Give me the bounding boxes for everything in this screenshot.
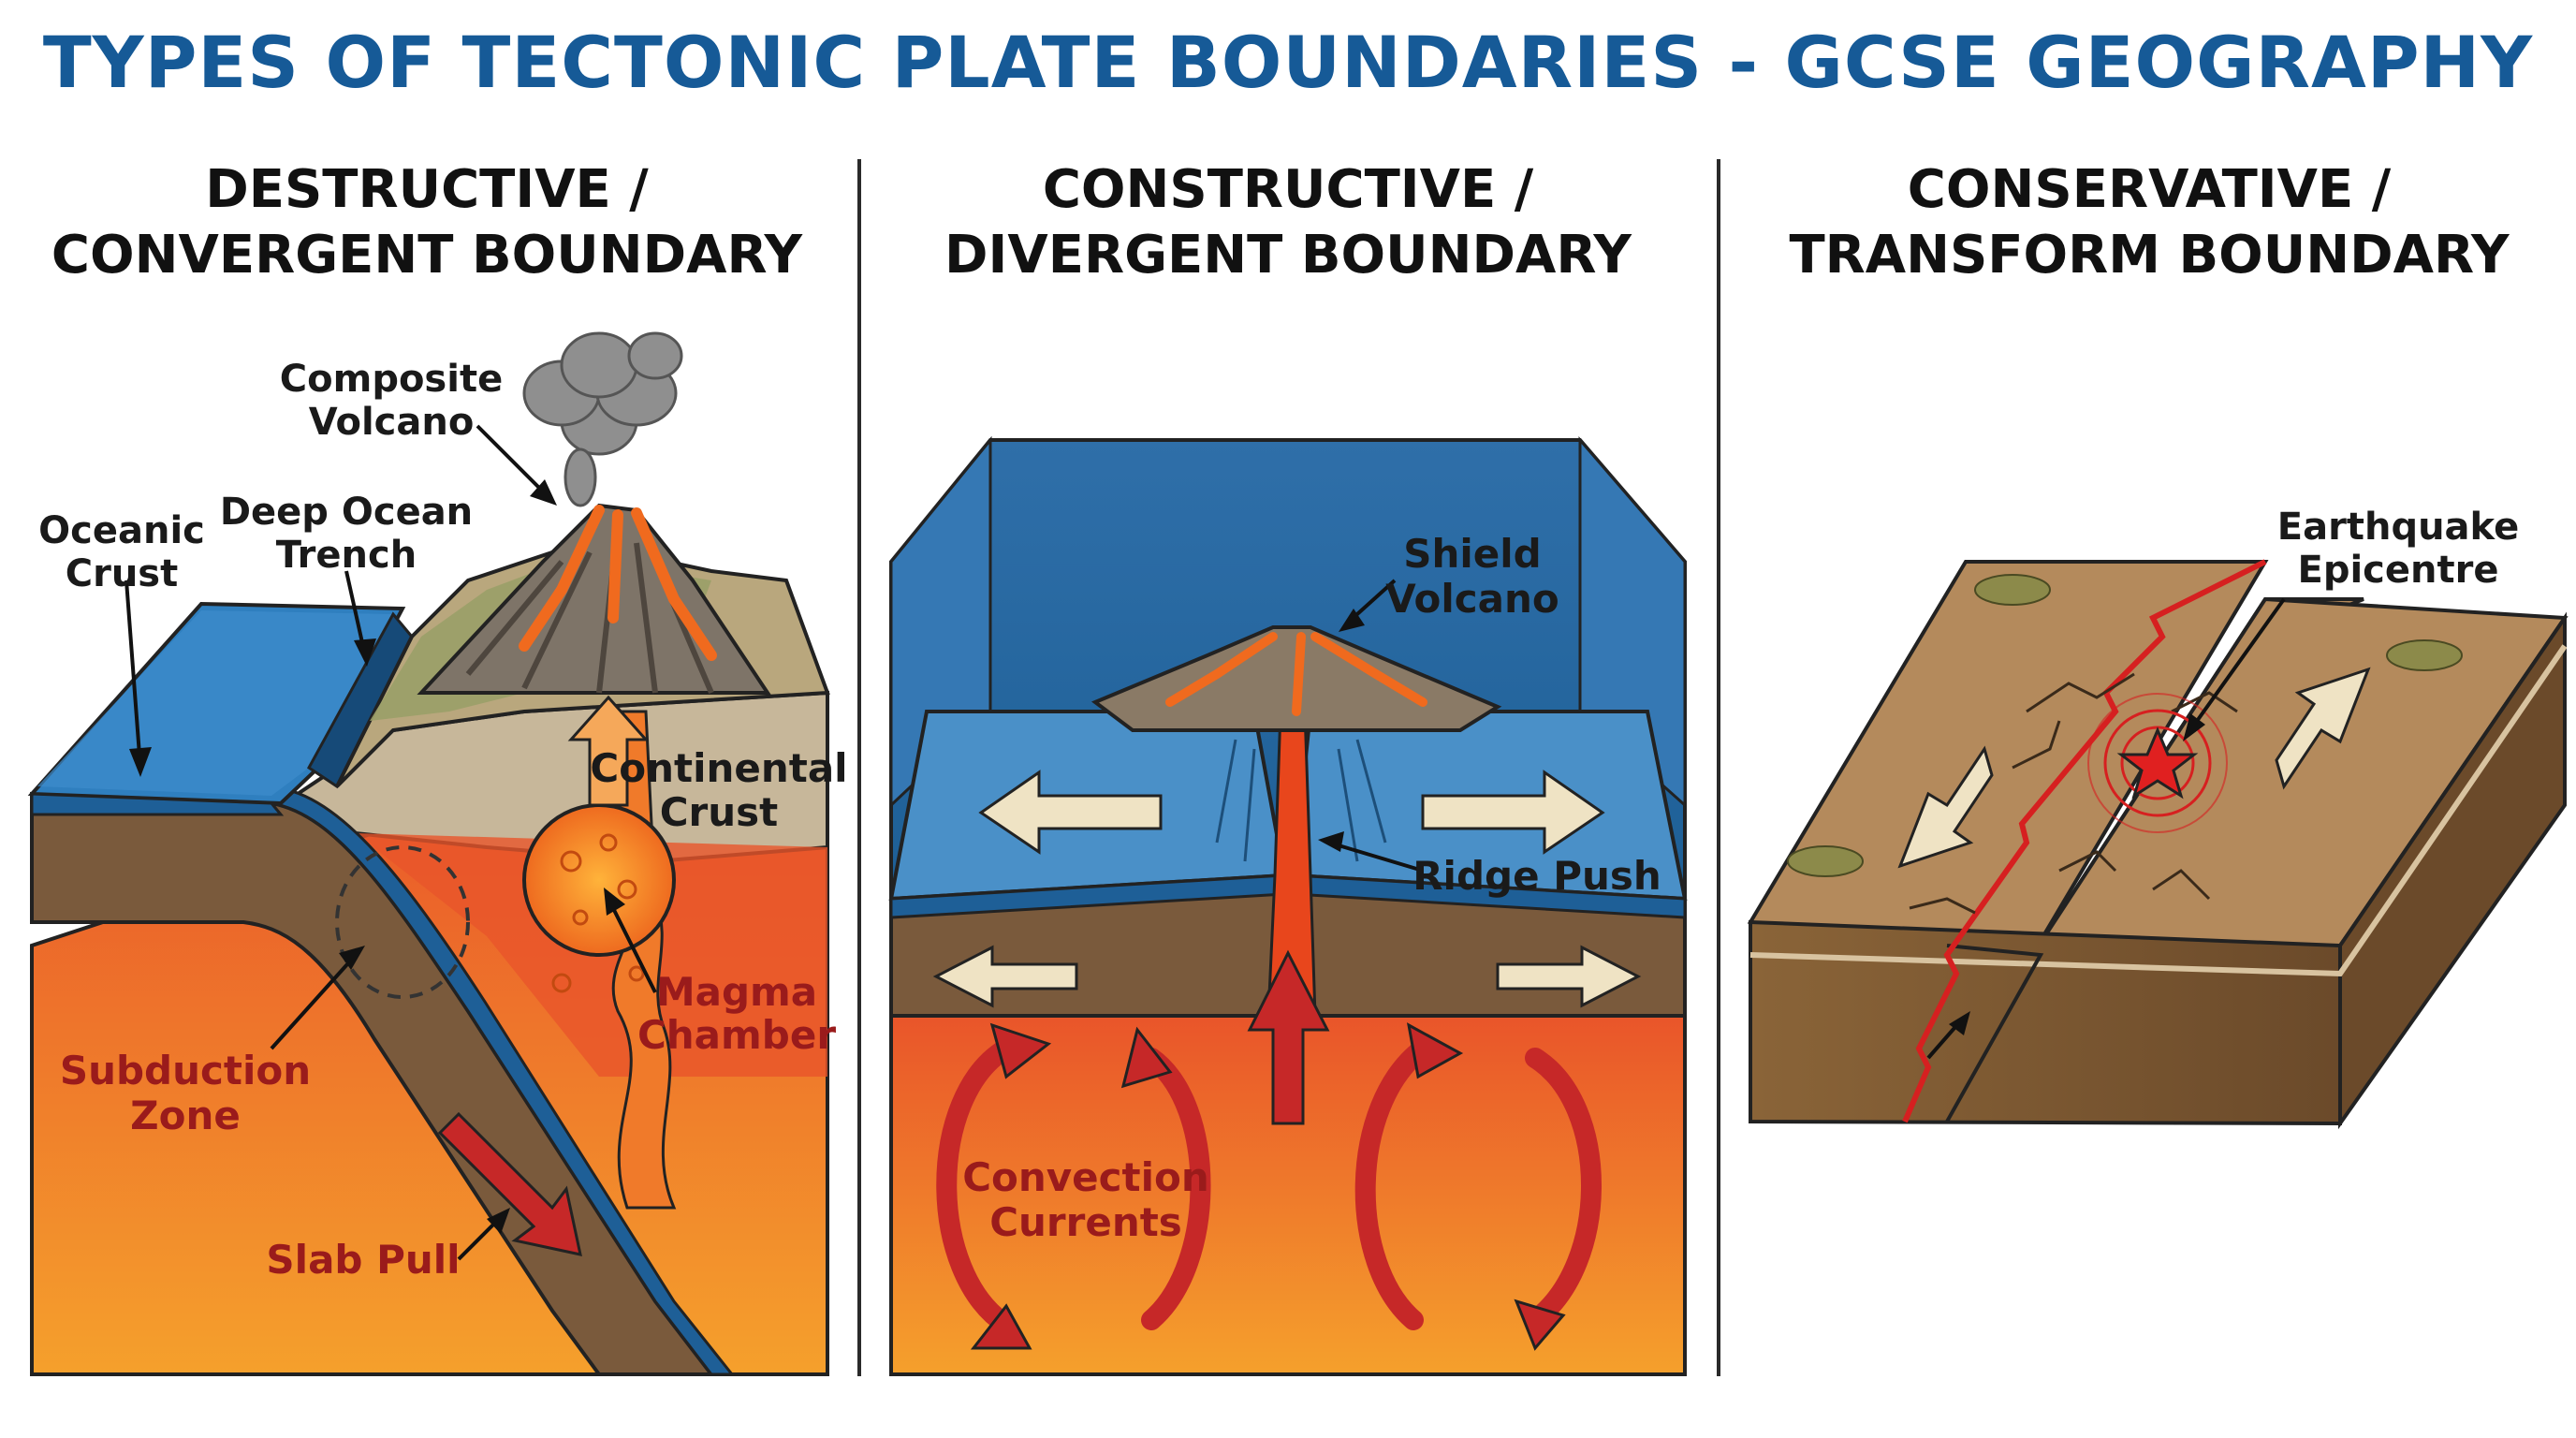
fault-offset xyxy=(1945,944,2044,1123)
subduction-zone-outline xyxy=(335,845,470,999)
conservative-diagram: Earthquake Epicentre xyxy=(1747,506,2569,1130)
ocean-water xyxy=(37,610,393,796)
lava-flow xyxy=(519,505,717,661)
label-magma-chamber-2: Chamber xyxy=(637,1012,836,1058)
magma-chamber xyxy=(522,803,676,957)
plate-motion-arrow-right xyxy=(2275,667,2371,790)
panel-heading-constructive: CONSTRUCTIVE / DIVERGENT BOUNDARY xyxy=(886,157,1690,288)
label-oceanic-crust-1: Oceanic xyxy=(38,509,205,552)
page-title: TYPES OF TECTONIC PLATE BOUNDARIES - GCS… xyxy=(42,21,2534,104)
heading-line-1: CONSERVATIVE / xyxy=(1907,159,2392,220)
label-composite-volcano-2: Volcano xyxy=(309,401,475,444)
heading-line-2: CONVERGENT BOUNDARY xyxy=(51,225,803,286)
panel-heading-destructive: DESTRUCTIVE / CONVERGENT BOUNDARY xyxy=(24,157,829,288)
plate-arrow-right xyxy=(1496,945,1642,1008)
panel-heading-conservative: CONSERVATIVE / TRANSFORM BOUNDARY xyxy=(1747,157,2552,288)
ground-cracks xyxy=(1909,672,2238,915)
heading-line-1: CONSTRUCTIVE / xyxy=(1042,159,1534,220)
label-continental-crust-2: Crust xyxy=(660,789,779,835)
block-front xyxy=(1749,919,2342,1126)
label-subduction-zone-2: Zone xyxy=(130,1093,241,1138)
label-ridge-push: Ridge Push xyxy=(1412,853,1661,899)
slab-pull-arrow xyxy=(437,1111,582,1256)
label-earthquake-epicentre-2: Epicentre xyxy=(2298,549,2499,592)
conservative-pointer-heads xyxy=(1949,713,2205,1035)
spread-arrow-left xyxy=(978,770,1163,855)
label-shield-volcano-1: Shield xyxy=(1403,531,1542,577)
convection-arrowheads xyxy=(970,1022,1566,1351)
constructive-diagram: Shield Volcano Ridge Push Convection Cur… xyxy=(888,435,1688,1376)
label-deep-ocean-trench-1: Deep Ocean xyxy=(220,491,473,534)
convection-currents xyxy=(936,1038,1602,1335)
panel-divider-left xyxy=(857,159,861,1376)
heading-line-1: DESTRUCTIVE / xyxy=(205,159,649,220)
destructive-pointer-heads xyxy=(129,479,625,1234)
plate-arrow-left xyxy=(932,945,1078,1008)
upwelling-arrow xyxy=(1247,949,1330,1125)
label-deep-ocean-trench-2: Trench xyxy=(276,534,417,577)
constructive-pointer-heads xyxy=(1318,609,1365,852)
label-convection-currents-2: Currents xyxy=(989,1199,1182,1245)
label-subduction-zone-1: Subduction xyxy=(60,1048,311,1093)
label-continental-crust-1: Continental xyxy=(590,745,847,791)
magma-rise-arrow xyxy=(567,695,650,807)
ash-cloud xyxy=(522,331,683,507)
destructive-diagram: Composite Volcano Oceanic Crust Deep Oce… xyxy=(27,331,848,1376)
label-magma-chamber-1: Magma xyxy=(656,969,817,1015)
seafloor-fissures xyxy=(1215,739,1387,862)
heading-line-2: DIVERGENT BOUNDARY xyxy=(944,225,1632,286)
epicentre-star xyxy=(2116,726,2199,800)
magma-bubbles xyxy=(551,833,645,993)
shield-lava xyxy=(1165,632,1427,716)
oceanic-crust-band xyxy=(30,792,285,816)
label-oceanic-crust-2: Crust xyxy=(66,552,179,595)
heading-line-2: TRANSFORM BOUNDARY xyxy=(1789,225,2510,286)
spread-arrow-right xyxy=(1421,770,1605,855)
plate-motion-arrow-left xyxy=(1897,745,1994,869)
label-shield-volcano-2: Volcano xyxy=(1385,576,1559,622)
panel-divider-right xyxy=(1717,159,1720,1376)
label-composite-volcano-1: Composite xyxy=(280,358,503,401)
label-slab-pull: Slab Pull xyxy=(266,1237,460,1283)
label-earthquake-epicentre-1: Earthquake xyxy=(2277,506,2519,549)
slab-crust xyxy=(269,786,736,1376)
block-right-side xyxy=(2338,611,2567,1130)
label-convection-currents-1: Convection xyxy=(962,1154,1209,1200)
fault-line xyxy=(1902,559,2267,1123)
vegetation xyxy=(1787,574,2463,877)
